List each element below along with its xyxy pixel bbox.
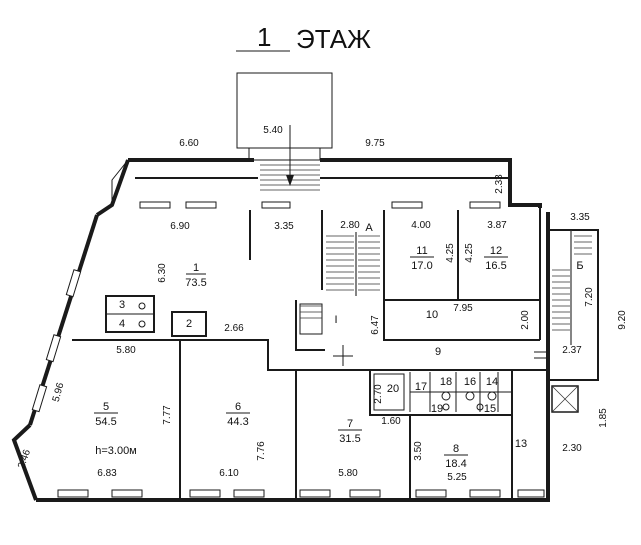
stair-a-landing-wall: [295, 300, 325, 351]
dim-6-47: 6.47: [370, 315, 381, 335]
stair-b-letter: Б: [576, 260, 583, 272]
room-20-number: 20: [387, 383, 399, 395]
stair-a: [300, 232, 380, 319]
annex-outline: [236, 72, 333, 149]
dim-3-87: 3.87: [487, 220, 507, 231]
dim-6-90: 6.90: [170, 221, 190, 232]
south-east-wall: [36, 212, 550, 502]
room-12-number: 12: [490, 245, 502, 257]
room7-east-wall: [369, 370, 411, 500]
dim-5-80-b: 5.80: [338, 468, 358, 479]
room-11-number: 11: [416, 245, 427, 257]
room-10-number: 10: [426, 309, 438, 321]
stair-a-letter: А: [365, 222, 373, 234]
outer-walls: [11, 158, 599, 502]
dim-2-33: 2.33: [494, 174, 505, 194]
room-5-number: 5: [103, 401, 109, 413]
dim-2-00: 2.00: [520, 310, 531, 330]
floor-word: ЭТАЖ: [296, 24, 371, 54]
dim-7-95: 7.95: [453, 303, 473, 314]
entrance-annex: [236, 72, 333, 191]
dim-9-20: 9.20: [617, 310, 628, 330]
dim-4-00: 4.00: [411, 220, 431, 231]
dim-1-85: 1.85: [598, 408, 609, 428]
room-5-area: 54.5: [95, 416, 116, 428]
room-6-number: 6: [235, 401, 241, 413]
room-4-number: 4: [119, 318, 125, 330]
dim-7-20: 7.20: [584, 287, 595, 307]
corridor-markers: [333, 345, 548, 366]
room-1-area: 73.5: [185, 277, 206, 289]
entrance-arrow-head: [286, 175, 294, 186]
room-3-number: 3: [119, 299, 125, 311]
dim-2-70: 2.70: [373, 384, 384, 404]
dim-2-66: 2.66: [224, 323, 244, 334]
room-2-block: [171, 311, 207, 337]
room-12-area: 16.5: [485, 260, 506, 272]
room-7-number: 7: [347, 418, 353, 430]
dim-2-30: 2.30: [562, 443, 582, 454]
room-1-number: 1: [193, 262, 199, 274]
stair-a-east-wall: [383, 210, 540, 341]
floor-number: 1: [257, 22, 271, 52]
dim-5-40: 5.40: [263, 125, 283, 136]
west-windows: [31, 269, 82, 413]
room-6-area: 44.3: [227, 416, 248, 428]
dim-3-35-a: 3.35: [274, 221, 294, 232]
dim-7-76: 7.76: [256, 441, 267, 461]
room-17-number: 17: [415, 381, 427, 393]
room-18-number: 18: [440, 376, 452, 388]
dim-2-37: 2.37: [562, 345, 582, 356]
room-7-area: 31.5: [339, 433, 360, 445]
dim-1-60: 1.60: [381, 416, 401, 427]
room-15-number: 15: [484, 403, 496, 415]
sanitary-fixtures: [138, 302, 497, 411]
dim-4-25-a: 4.25: [445, 243, 456, 263]
dim-9-75: 9.75: [365, 138, 385, 149]
dim-5-80-a: 5.80: [116, 345, 136, 356]
room20-box: [373, 373, 405, 411]
stair-b-wall: [547, 212, 599, 381]
room-13-number: 13: [515, 438, 527, 450]
room-8-number: 8: [453, 443, 459, 455]
south-windows: [57, 489, 545, 498]
room-9-number: 9: [435, 346, 441, 358]
interior-walls: [72, 208, 548, 500]
north-gallery: [135, 177, 511, 205]
room-19-number: 19: [431, 403, 443, 415]
ceiling-height-note: h=3.00м: [95, 445, 137, 457]
dim-5-96: 5.96: [51, 381, 67, 403]
north-corridor-corner: [111, 159, 129, 205]
dim-5-25: 5.25: [447, 472, 467, 483]
dim-3-50: 3.50: [413, 441, 424, 461]
room-8-area: 18.4: [445, 458, 466, 470]
north-wall: [128, 158, 542, 208]
dim-6-30: 6.30: [157, 263, 168, 283]
dim-3-35-b: 3.35: [570, 212, 590, 223]
dimension-labels: 5.40 6.60 9.75 2.33 6.90 3.35 2.80 4.00 …: [16, 125, 628, 483]
room-2-number: 2: [186, 318, 192, 330]
room-14-number: 14: [486, 376, 498, 388]
porch-outline: [248, 148, 321, 161]
dim-6-83: 6.83: [97, 468, 117, 479]
stair-b: [551, 230, 592, 413]
room-11-area: 17.0: [411, 260, 432, 272]
dim-6-10: 6.10: [219, 468, 239, 479]
dim-6-60: 6.60: [179, 138, 199, 149]
room-labels: 1 73.5 2 3 4 5 54.5 6 44.3 7 31.5 8 18.4…: [94, 222, 584, 470]
dim-2-80: 2.80: [340, 220, 360, 231]
dim-4-25-b: 4.25: [464, 243, 475, 263]
north-windows: [139, 201, 501, 209]
dim-7-77: 7.77: [162, 405, 173, 425]
corridor-south-wall: [72, 339, 548, 371]
room-16-number: 16: [464, 376, 476, 388]
room-i-number: I: [334, 314, 337, 326]
vestibule-i: [299, 303, 323, 335]
plan-title: 1 ЭТАЖ: [236, 22, 371, 54]
southwest-wall: [11, 423, 38, 501]
